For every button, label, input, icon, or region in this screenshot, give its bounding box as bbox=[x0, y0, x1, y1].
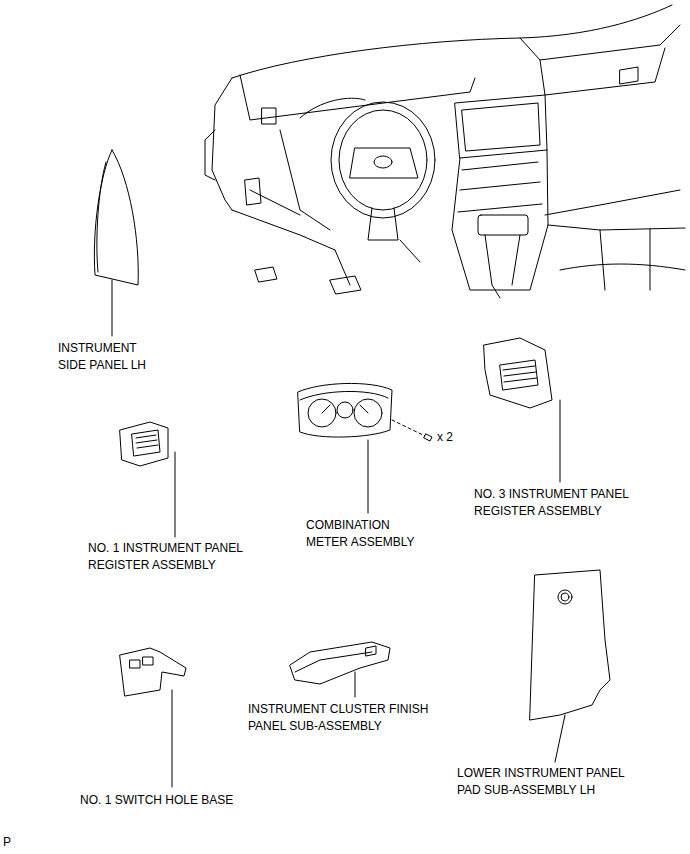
finish-panel-drawing bbox=[290, 642, 390, 697]
figure-code: P bbox=[3, 834, 11, 851]
register-3-drawing bbox=[484, 338, 560, 482]
meter-drawing bbox=[298, 383, 432, 513]
part-name: INSTRUMENT SIDE PANEL LH bbox=[58, 340, 146, 374]
part-name: NO. 1 SWITCH HOLE BASE bbox=[80, 792, 233, 809]
dashboard-drawing bbox=[205, 5, 685, 298]
switch-base-drawing bbox=[120, 648, 186, 787]
part-name: NO. 1 INSTRUMENT PANEL REGISTER ASSEMBLY bbox=[88, 540, 243, 574]
side-panel-drawing bbox=[94, 150, 138, 336]
part-name: COMBINATION METER ASSEMBLY bbox=[306, 517, 414, 551]
register-1-drawing bbox=[120, 422, 175, 537]
lower-pad-drawing bbox=[530, 570, 610, 762]
part-name: INSTRUMENT CLUSTER FINISH PANEL SUB-ASSE… bbox=[248, 701, 428, 735]
quantity-note: x 2 bbox=[437, 429, 453, 446]
part-name: LOWER INSTRUMENT PANEL PAD SUB-ASSEMBLY … bbox=[457, 765, 625, 799]
part-name: NO. 3 INSTRUMENT PANEL REGISTER ASSEMBLY bbox=[474, 486, 629, 520]
